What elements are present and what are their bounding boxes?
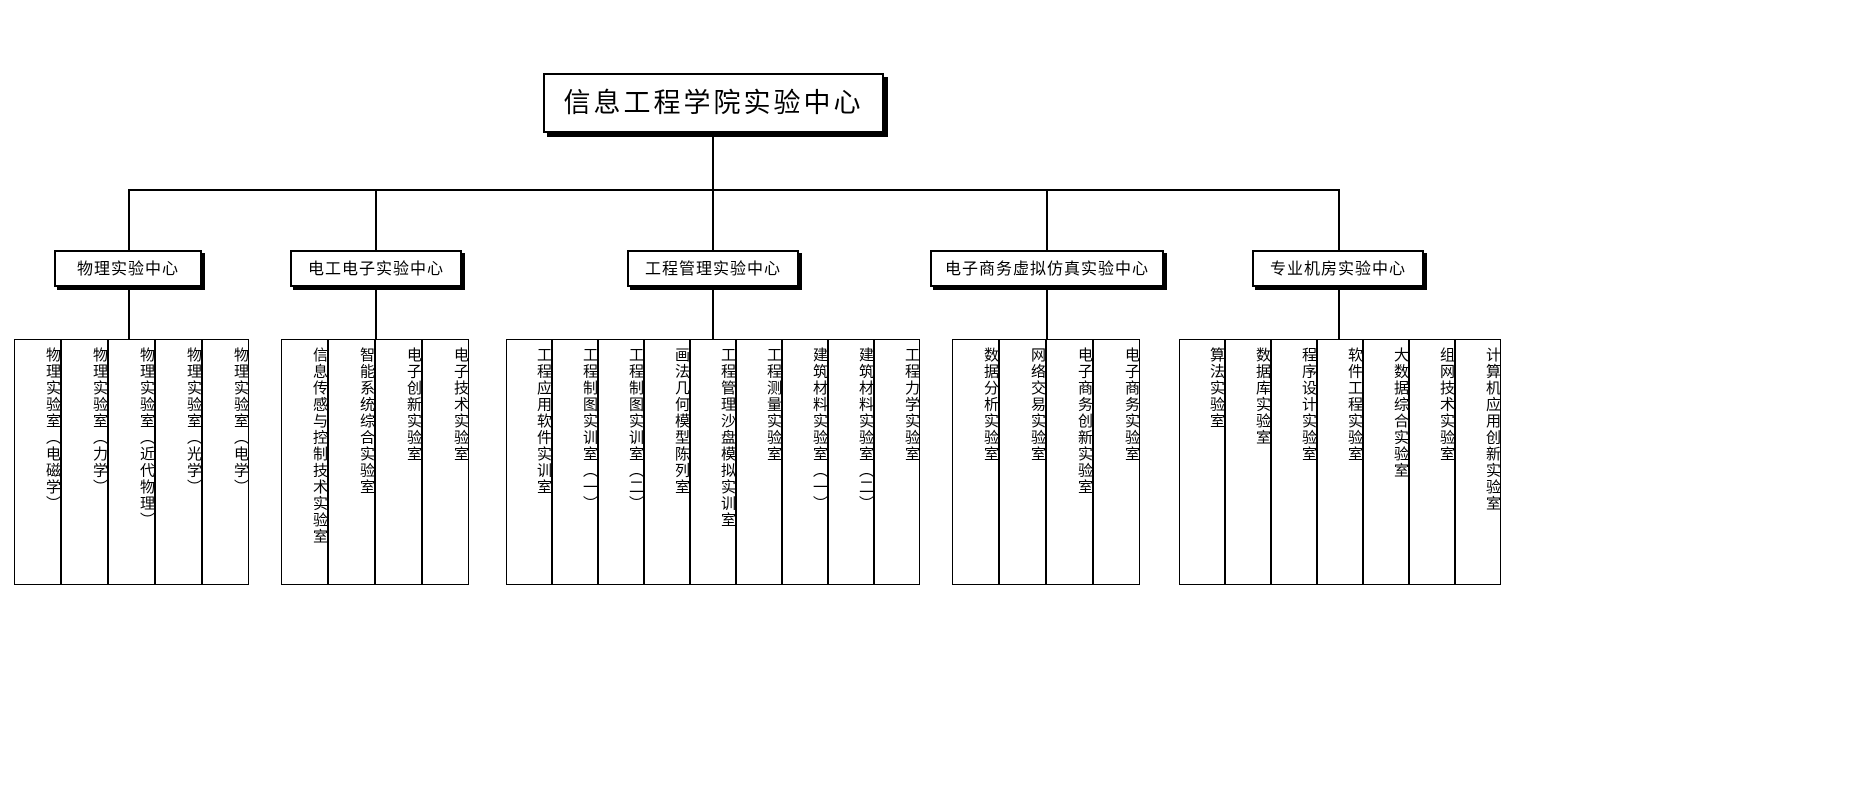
leaf-node[interactable]: 物理实验室（电学） <box>202 339 249 585</box>
leaf-node[interactable]: 物理实验室（力学） <box>61 339 108 585</box>
group-node-electrical[interactable]: 电工电子实验中心 <box>290 250 462 287</box>
leaf-label: 数据分析实验室 <box>982 347 999 463</box>
leaf-node[interactable]: 画法几何模型陈列室 <box>644 339 690 585</box>
group-node-engineering-management[interactable]: 工程管理实验中心 <box>627 250 799 287</box>
connector-bus-drop-4 <box>1046 189 1048 250</box>
leaf-label: 工程应用软件实训室 <box>535 347 552 496</box>
root-node-box: 信息工程学院实验中心 <box>543 73 884 133</box>
group-label-ecommerce: 电子商务虚拟仿真实验中心 <box>944 258 1149 278</box>
leaf-label: 物理实验室（光学） <box>185 347 202 496</box>
leaf-node[interactable]: 网络交易实验室 <box>999 339 1046 585</box>
leaf-node[interactable]: 建筑材料实验室（一） <box>782 339 828 585</box>
leaf-label: 大数据综合实验室 <box>1392 347 1409 479</box>
leaf-node[interactable]: 大数据综合实验室 <box>1363 339 1409 585</box>
leaf-label: 智能系统综合实验室 <box>358 347 375 496</box>
leaf-label: 数据库实验室 <box>1254 347 1271 446</box>
group-label-electrical: 电工电子实验中心 <box>307 258 444 278</box>
connector-group-stem-4 <box>1046 287 1048 342</box>
leaf-node[interactable]: 工程管理沙盘模拟实训室 <box>690 339 736 585</box>
leaf-node[interactable]: 软件工程实验室 <box>1317 339 1363 585</box>
connector-bus-drop-1 <box>128 189 130 250</box>
leaf-node[interactable]: 工程制图实训室（二） <box>598 339 644 585</box>
leaf-node[interactable]: 算法实验室 <box>1179 339 1225 585</box>
leaf-node[interactable]: 数据分析实验室 <box>952 339 999 585</box>
connector-bus-drop-2 <box>375 189 377 250</box>
leaf-node[interactable]: 工程测量实验室 <box>736 339 782 585</box>
leaf-label: 算法实验室 <box>1208 347 1225 430</box>
leaf-label: 软件工程实验室 <box>1346 347 1363 463</box>
connector-group-stem-5 <box>1338 287 1340 342</box>
connector-group-stem-3 <box>712 287 714 342</box>
leaf-label: 建筑材料实验室（一） <box>811 347 828 512</box>
leaf-label: 物理实验室（电磁学） <box>44 347 61 512</box>
leaf-label: 网络交易实验室 <box>1029 347 1046 463</box>
leaf-label: 计算机应用创新实验室 <box>1484 347 1501 512</box>
group-node-ecommerce[interactable]: 电子商务虚拟仿真实验中心 <box>930 250 1164 287</box>
leaf-node[interactable]: 数据库实验室 <box>1225 339 1271 585</box>
leaf-label: 工程制图实训室（二） <box>627 347 644 512</box>
group-node-physics[interactable]: 物理实验中心 <box>54 250 202 287</box>
leaf-label: 信息传感与控制技术实验室 <box>311 347 328 545</box>
leaf-label: 电子创新实验室 <box>405 347 422 463</box>
group-node-computer-room[interactable]: 专业机房实验中心 <box>1252 250 1424 287</box>
leaf-label: 电子技术实验室 <box>452 347 469 463</box>
connector-bus-drop-3 <box>712 189 714 250</box>
group-label-computer-room: 专业机房实验中心 <box>1269 258 1406 278</box>
leaf-node[interactable]: 物理实验室（近代物理） <box>108 339 155 585</box>
root-node-label: 信息工程学院实验中心 <box>563 87 864 119</box>
leaf-label: 工程力学实验室 <box>903 347 920 463</box>
leaf-label: 画法几何模型陈列室 <box>673 347 690 496</box>
leaf-label: 物理实验室（电学） <box>232 347 249 496</box>
leaf-label: 物理实验室（近代物理） <box>138 347 155 529</box>
connector-group-stem-2 <box>375 287 377 342</box>
leaf-node[interactable]: 工程力学实验室 <box>874 339 920 585</box>
leaf-node[interactable]: 电子商务创新实验室 <box>1046 339 1093 585</box>
leaf-label: 组网技术实验室 <box>1438 347 1455 463</box>
leaf-node[interactable]: 智能系统综合实验室 <box>328 339 375 585</box>
leaf-node[interactable]: 电子商务实验室 <box>1093 339 1140 585</box>
leaf-label: 工程测量实验室 <box>765 347 782 463</box>
leaf-node[interactable]: 电子技术实验室 <box>422 339 469 585</box>
leaf-label: 工程管理沙盘模拟实训室 <box>719 347 736 529</box>
leaf-node[interactable]: 工程应用软件实训室 <box>506 339 552 585</box>
leaf-label: 建筑材料实验室（二） <box>857 347 874 512</box>
leaf-label: 物理实验室（力学） <box>91 347 108 496</box>
leaf-node[interactable]: 建筑材料实验室（二） <box>828 339 874 585</box>
group-label-engineering-management: 工程管理实验中心 <box>644 258 781 278</box>
connector-bus <box>128 189 1340 191</box>
group-label-physics: 物理实验中心 <box>76 258 179 278</box>
leaf-label: 电子商务创新实验室 <box>1076 347 1093 496</box>
leaf-label: 程序设计实验室 <box>1300 347 1317 463</box>
leaf-label: 工程制图实训室（一） <box>581 347 598 512</box>
leaf-node[interactable]: 物理实验室（电磁学） <box>14 339 61 585</box>
leaf-node[interactable]: 信息传感与控制技术实验室 <box>281 339 328 585</box>
leaf-node[interactable]: 程序设计实验室 <box>1271 339 1317 585</box>
leaf-label: 电子商务实验室 <box>1123 347 1140 463</box>
connector-root-stem <box>712 133 714 191</box>
leaf-node[interactable]: 电子创新实验室 <box>375 339 422 585</box>
connector-bus-drop-5 <box>1338 189 1340 250</box>
leaf-node[interactable]: 组网技术实验室 <box>1409 339 1455 585</box>
leaf-node[interactable]: 工程制图实训室（一） <box>552 339 598 585</box>
leaf-node[interactable]: 计算机应用创新实验室 <box>1455 339 1501 585</box>
leaf-node[interactable]: 物理实验室（光学） <box>155 339 202 585</box>
connector-group-stem-1 <box>128 287 130 342</box>
